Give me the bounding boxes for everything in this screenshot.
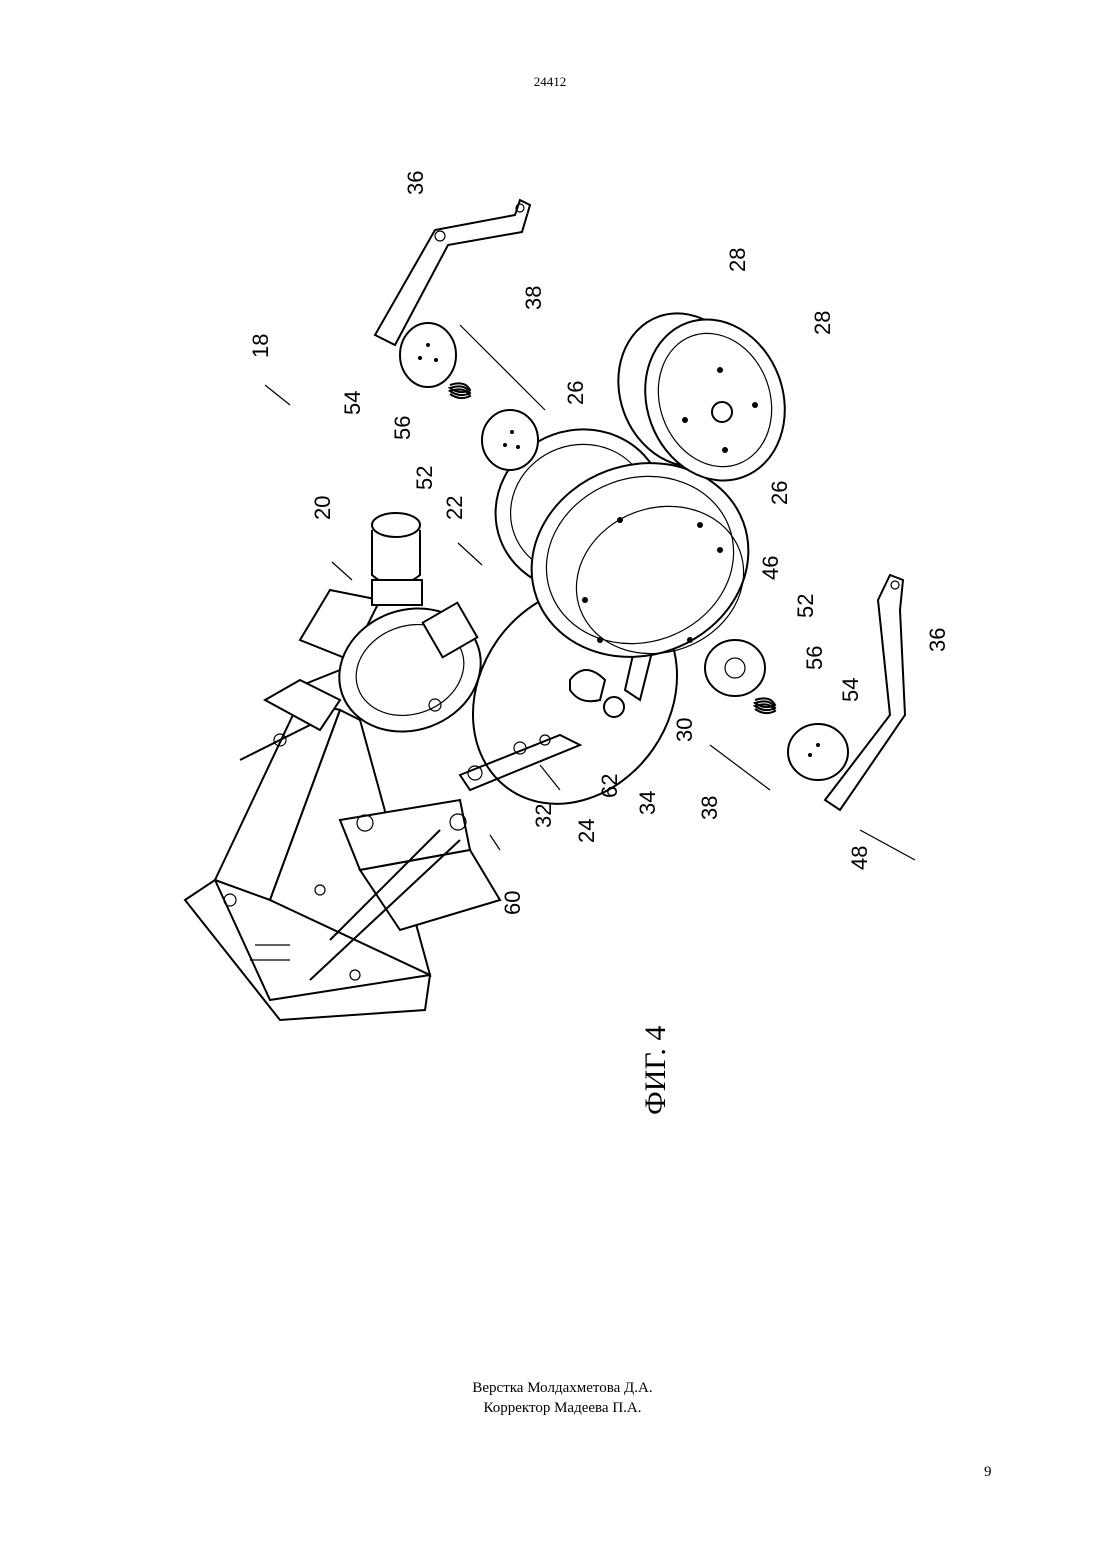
layout-credit: Верстка Молдахметова Д.А.	[0, 1378, 1100, 1398]
label-26-top: 26	[563, 381, 588, 405]
label-34: 34	[635, 791, 660, 815]
label-48: 48	[847, 846, 872, 870]
label-28-right: 28	[810, 311, 835, 335]
label-32: 32	[531, 804, 556, 828]
label-56-right: 56	[802, 646, 827, 670]
page-credits: Верстка Молдахметова Д.А. Корректор Маде…	[0, 1378, 1100, 1418]
label-20: 20	[310, 496, 335, 520]
label-28-top: 28	[725, 248, 750, 272]
label-52-right: 52	[793, 594, 818, 618]
figure-caption: ФИГ. 4	[639, 1026, 672, 1115]
label-36-right: 36	[925, 628, 950, 652]
label-36-top: 36	[403, 171, 428, 195]
label-26-right: 26	[767, 481, 792, 505]
label-30: 30	[672, 718, 697, 742]
label-38-bottom: 38	[697, 796, 722, 820]
label-52-top: 52	[412, 466, 437, 490]
label-54-right: 54	[838, 678, 863, 702]
label-24: 24	[574, 819, 599, 843]
label-56-top: 56	[390, 416, 415, 440]
label-54-top: 54	[340, 391, 365, 415]
label-60: 60	[500, 891, 525, 915]
upper-hub-assembly	[400, 323, 545, 470]
label-46: 46	[758, 556, 783, 580]
patent-figure-4: 36 18 38 28 28 54 56 26 52 20 22 26 46 5…	[150, 140, 1000, 1140]
label-38-top: 38	[521, 286, 546, 310]
label-62: 62	[597, 774, 622, 798]
document-number: 24412	[0, 74, 1100, 90]
label-18: 18	[248, 334, 273, 358]
page-number: 9	[984, 1464, 992, 1481]
figure-drawing: 36 18 38 28 28 54 56 26 52 20 22 26 46 5…	[150, 140, 1000, 1140]
label-22: 22	[442, 496, 467, 520]
proofreader-credit: Корректор Мадеева П.А.	[0, 1398, 1100, 1418]
